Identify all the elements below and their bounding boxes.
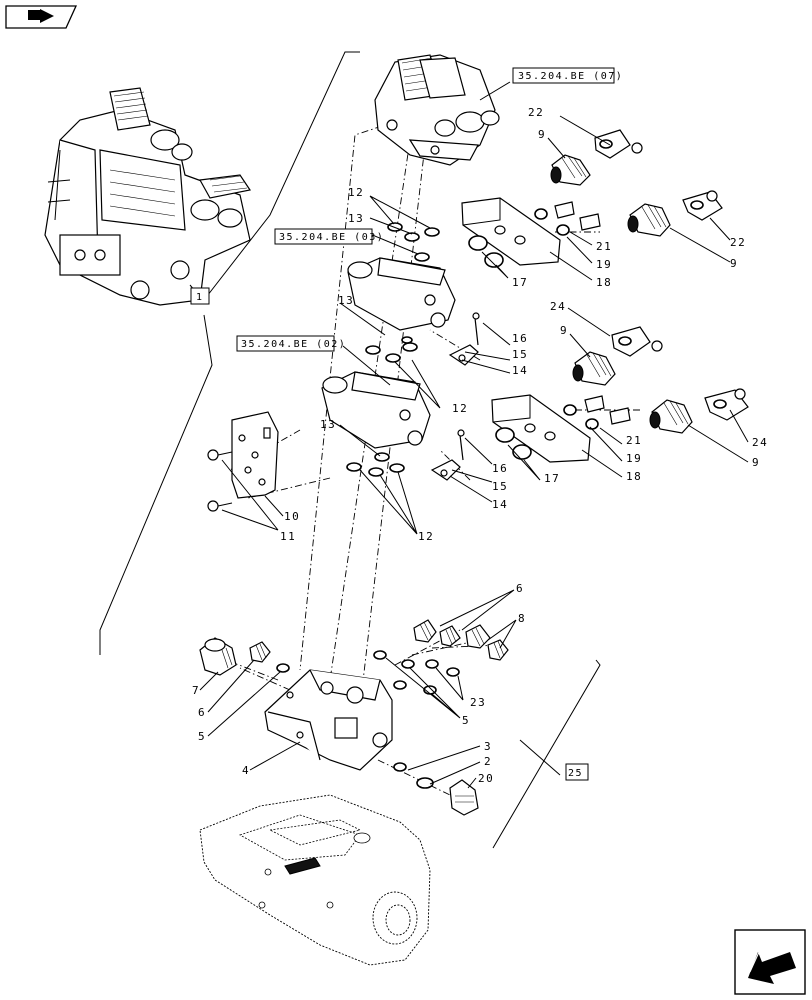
reference-35-204-be-03[interactable]: 35.204.BE (03) <box>274 228 384 245</box>
part-label: 5 <box>462 714 470 727</box>
bracket-screws <box>207 449 233 512</box>
part-label: 9 <box>538 128 546 141</box>
part-label: 18 <box>626 470 642 483</box>
part-label: 12 <box>452 402 468 415</box>
part-label: 16 <box>512 332 528 345</box>
part-label: 12 <box>348 186 364 199</box>
dust-cap-middle <box>611 326 663 357</box>
part-label: 23 <box>470 696 486 709</box>
part-label: 20 <box>478 772 494 785</box>
middle-valve-section-b <box>321 371 431 449</box>
part-label: 7 <box>192 684 200 697</box>
lever-upper <box>448 312 480 366</box>
part-label: 6 <box>198 706 206 719</box>
part-label: 9 <box>560 324 568 337</box>
part-label: 8 <box>518 612 526 625</box>
dust-cap-middle-right <box>704 388 749 421</box>
part-label: 9 <box>730 257 738 270</box>
part-label: 21 <box>596 240 612 253</box>
upper-valve-section <box>374 54 500 166</box>
arrow-back-icon[interactable] <box>734 929 806 995</box>
o-rings-right <box>373 650 460 695</box>
o-ring-5-left <box>276 663 290 673</box>
part-label: 11 <box>280 530 296 543</box>
part-label: 13 <box>320 418 336 431</box>
part-label: 13 <box>348 212 364 225</box>
reference-label: 25 <box>568 768 583 779</box>
reference-box-25[interactable]: 25 <box>565 763 589 781</box>
spine-o-rings <box>346 222 440 477</box>
base-valve-body <box>264 669 393 771</box>
part-label: 6 <box>516 582 524 595</box>
part-label: 15 <box>492 480 508 493</box>
part-label: 17 <box>544 472 560 485</box>
part-label: 9 <box>752 456 760 469</box>
coupler-upper-right <box>627 203 671 237</box>
dust-cap-upper-right <box>682 190 723 221</box>
part-label: 12 <box>418 530 434 543</box>
part-label: 5 <box>198 730 206 743</box>
assembled-valve-illustration <box>44 87 251 306</box>
part-label: 15 <box>512 348 528 361</box>
part-label: 17 <box>512 276 528 289</box>
part-label: 16 <box>492 462 508 475</box>
part-label: 2 <box>484 755 492 768</box>
reference-label: 35.204.BE (02) <box>241 339 346 350</box>
coupler-middle-right <box>649 399 693 434</box>
lever-lower <box>430 429 465 481</box>
part-label: 3 <box>484 740 492 753</box>
part-label: 24 <box>752 436 768 449</box>
dust-cap-upper <box>594 129 643 159</box>
part-label: 10 <box>284 510 300 523</box>
part-label: 4 <box>242 764 250 777</box>
seal-block-upper <box>461 197 601 268</box>
bottom-plug-20 <box>393 762 479 816</box>
part-label: 19 <box>596 258 612 271</box>
middle-valve-section-a <box>347 257 456 331</box>
folder-arrow-icon[interactable] <box>5 5 78 29</box>
reference-label: 35.204.BE (07) <box>518 71 623 82</box>
part-labels: 22 9 21 19 18 17 22 9 12 13 13 12 13 12 … <box>192 106 768 785</box>
leader-lines <box>189 81 749 789</box>
coupler-upper-left <box>550 154 591 186</box>
reference-label: 1 <box>196 292 204 303</box>
part-label: 13 <box>338 294 354 307</box>
part-label: 22 <box>730 236 746 249</box>
plug-6-left <box>249 641 271 663</box>
part-label: 21 <box>626 434 642 447</box>
reference-box-1[interactable]: 1 <box>190 287 210 305</box>
part-label: 24 <box>550 300 566 313</box>
callout-frame-lines <box>99 51 601 849</box>
part-label: 14 <box>492 498 508 511</box>
plug-7 <box>199 637 237 676</box>
part-label: 14 <box>512 364 528 377</box>
part-label: 18 <box>596 276 612 289</box>
mounting-bracket <box>231 411 279 499</box>
reference-35-204-be-02[interactable]: 35.204.BE (02) <box>236 335 346 352</box>
plugs-8-right <box>465 624 509 661</box>
coupler-middle-left <box>572 351 616 386</box>
transmission-housing <box>199 794 431 966</box>
reference-35-204-be-07[interactable]: 35.204.BE (07) <box>512 67 623 84</box>
part-label: 19 <box>626 452 642 465</box>
reference-label: 35.204.BE (03) <box>279 232 384 243</box>
seal-block-lower <box>491 394 631 463</box>
plugs-6-right <box>413 619 461 647</box>
part-label: 22 <box>528 106 544 119</box>
